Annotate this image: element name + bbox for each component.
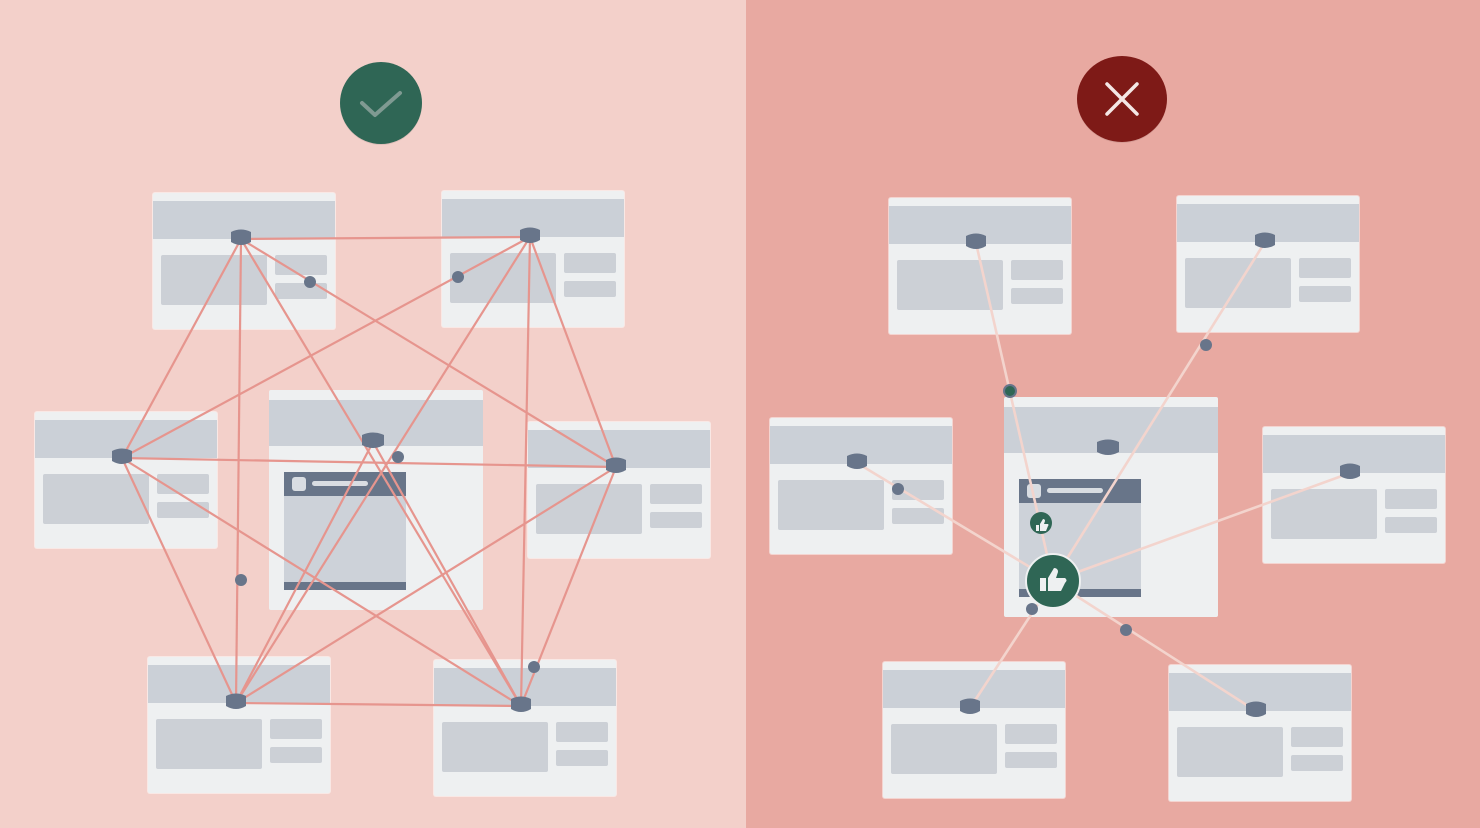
check-icon	[360, 91, 402, 117]
page-card	[1177, 196, 1359, 332]
check-badge	[340, 62, 422, 144]
close-icon	[1105, 82, 1139, 116]
page-card	[1263, 427, 1445, 563]
page-card	[770, 418, 952, 554]
page-card	[153, 193, 335, 329]
thumbs-up-icon	[1025, 553, 1081, 609]
close-badge	[1077, 56, 1167, 142]
small-like-icon	[1030, 512, 1052, 534]
page-card	[528, 422, 710, 558]
